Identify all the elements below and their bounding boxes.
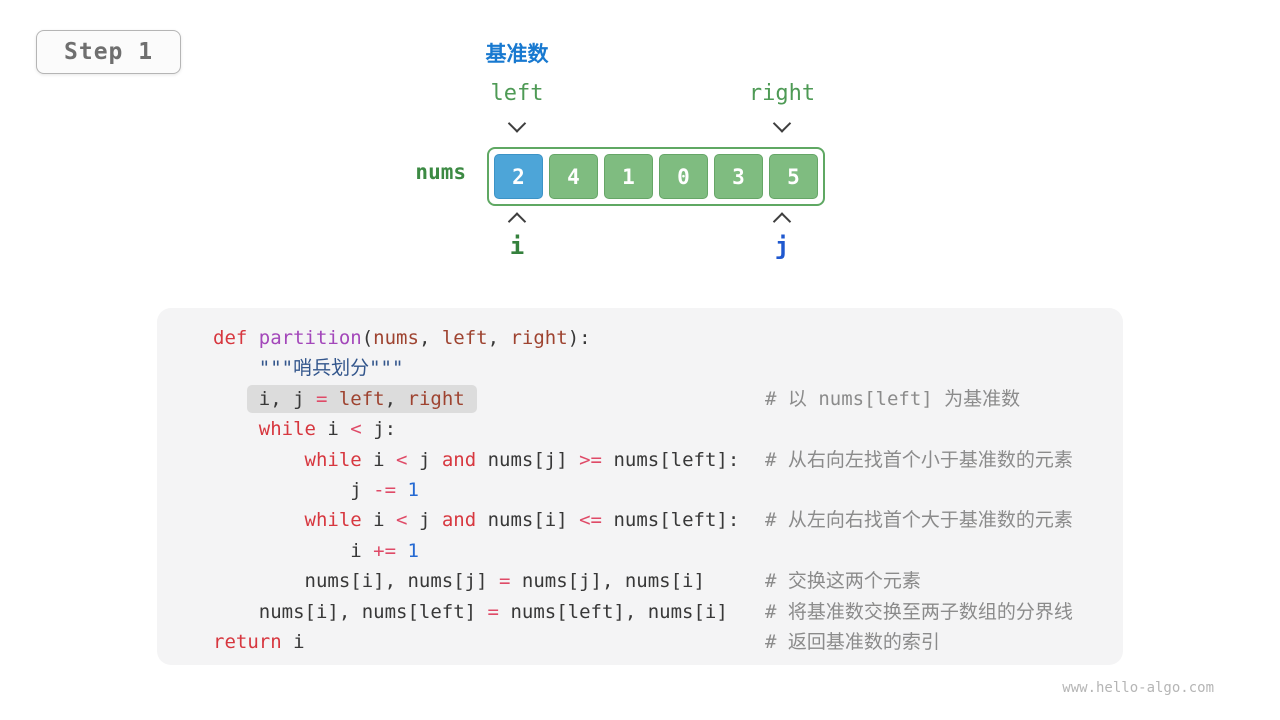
code-line: i += 1 <box>350 539 419 562</box>
code-block: def partition(nums, left, right): """哨兵划… <box>157 308 1123 665</box>
code-comment: # 以 nums[left] 为基准数 <box>765 387 1021 410</box>
step-badge: Step 1 <box>36 30 182 74</box>
code-comment: # 将基准数交换至两子数组的分界线 <box>765 600 1073 623</box>
code-lines: def partition(nums, left, right): """哨兵划… <box>213 323 1113 657</box>
code-comment: # 返回基准数的索引 <box>765 630 940 653</box>
code-comment: # 交换这两个元素 <box>765 570 921 593</box>
array-cell: 2 <box>494 154 543 199</box>
array-cell: 4 <box>549 154 598 199</box>
code-comment: # 从左向右找首个大于基准数的元素 <box>765 509 1073 532</box>
code-line: nums[i], nums[j] = nums[j], nums[i]# 交换这… <box>213 566 1113 596</box>
code-line: while i < j and nums[j] >= nums[left]:# … <box>213 445 1113 475</box>
code-comment: # 从右向左找首个小于基准数的元素 <box>765 448 1073 471</box>
j-pointer-label: j <box>774 232 790 260</box>
arrow-down-icon <box>772 114 792 133</box>
code-line: """哨兵划分""" <box>258 357 404 380</box>
watermark: www.hello-algo.com <box>1062 680 1214 696</box>
code-line: nums[i], nums[left] = nums[left], nums[i… <box>213 597 1113 627</box>
code-line: i, j = left, right # 以 nums[left] 为基准数 <box>213 384 1113 414</box>
left-pointer-label: left <box>490 81 544 106</box>
code-line: while i < j and nums[i] <= nums[left]:# … <box>213 505 1113 535</box>
array-cell: 0 <box>659 154 708 199</box>
arrow-up-icon <box>507 212 527 231</box>
arrow-down-icon <box>507 114 527 133</box>
code-line: return i# 返回基准数的索引 <box>213 627 1113 657</box>
array-cell: 1 <box>604 154 653 199</box>
right-pointer-label: right <box>748 81 816 106</box>
pivot-number-label: 基准数 <box>485 42 549 66</box>
nums-array-label: nums <box>415 160 466 184</box>
code-line: j -= 1 <box>350 478 419 501</box>
arrow-up-icon <box>772 212 792 231</box>
code-line: while i < j: <box>258 418 397 441</box>
array-cell: 3 <box>714 154 763 199</box>
i-pointer-label: i <box>509 232 525 260</box>
code-line: def partition(nums, left, right): <box>213 327 591 349</box>
highlighted-code: i, j = left, right <box>246 384 477 413</box>
array-cell: 5 <box>769 154 818 199</box>
